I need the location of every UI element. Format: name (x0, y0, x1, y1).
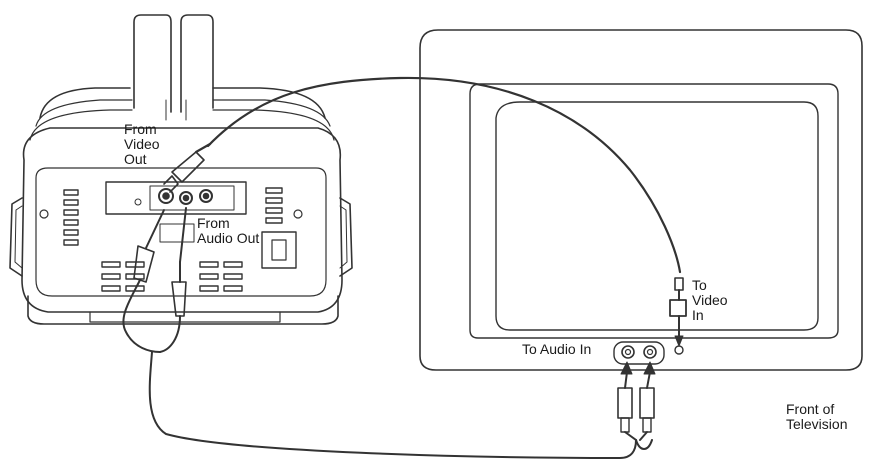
vent-right (265, 187, 283, 224)
video-cable (163, 76, 687, 347)
label-from-video-out: From Video Out (124, 121, 160, 167)
player-top-shell (39, 87, 326, 119)
label-from-audio-out: From Audio Out (197, 215, 260, 246)
power-socket (261, 231, 297, 269)
tv-outer-frame (419, 29, 863, 371)
label-front-of-television: Front of Television (786, 401, 848, 432)
audio-cable (122, 207, 656, 459)
tv-screen (495, 101, 819, 331)
player-base (27, 295, 339, 325)
player-stand-right (180, 14, 214, 113)
vent-left (63, 189, 79, 246)
screw-icon (293, 209, 303, 219)
audio-in-jack-right (643, 345, 657, 359)
dvd-player-back (9, 14, 353, 325)
player-grip-left (9, 197, 23, 277)
audio-out-jack-left (179, 191, 193, 205)
tv-bezel (469, 83, 839, 339)
television-front (419, 29, 863, 371)
label-to-audio-in: To Audio In (522, 341, 592, 357)
screw-icon (39, 209, 49, 219)
player-grip-right (339, 197, 353, 277)
audio-out-jack-right (199, 189, 213, 203)
audio-in-jack-left (621, 345, 635, 359)
player-back-panel (35, 167, 327, 297)
video-in-jack (674, 345, 684, 355)
label-to-video-in: To Video In (692, 277, 728, 323)
video-out-jack (158, 188, 174, 204)
player-stand-left (133, 14, 172, 113)
player-body (21, 127, 343, 313)
audio-in-panel (613, 341, 665, 365)
